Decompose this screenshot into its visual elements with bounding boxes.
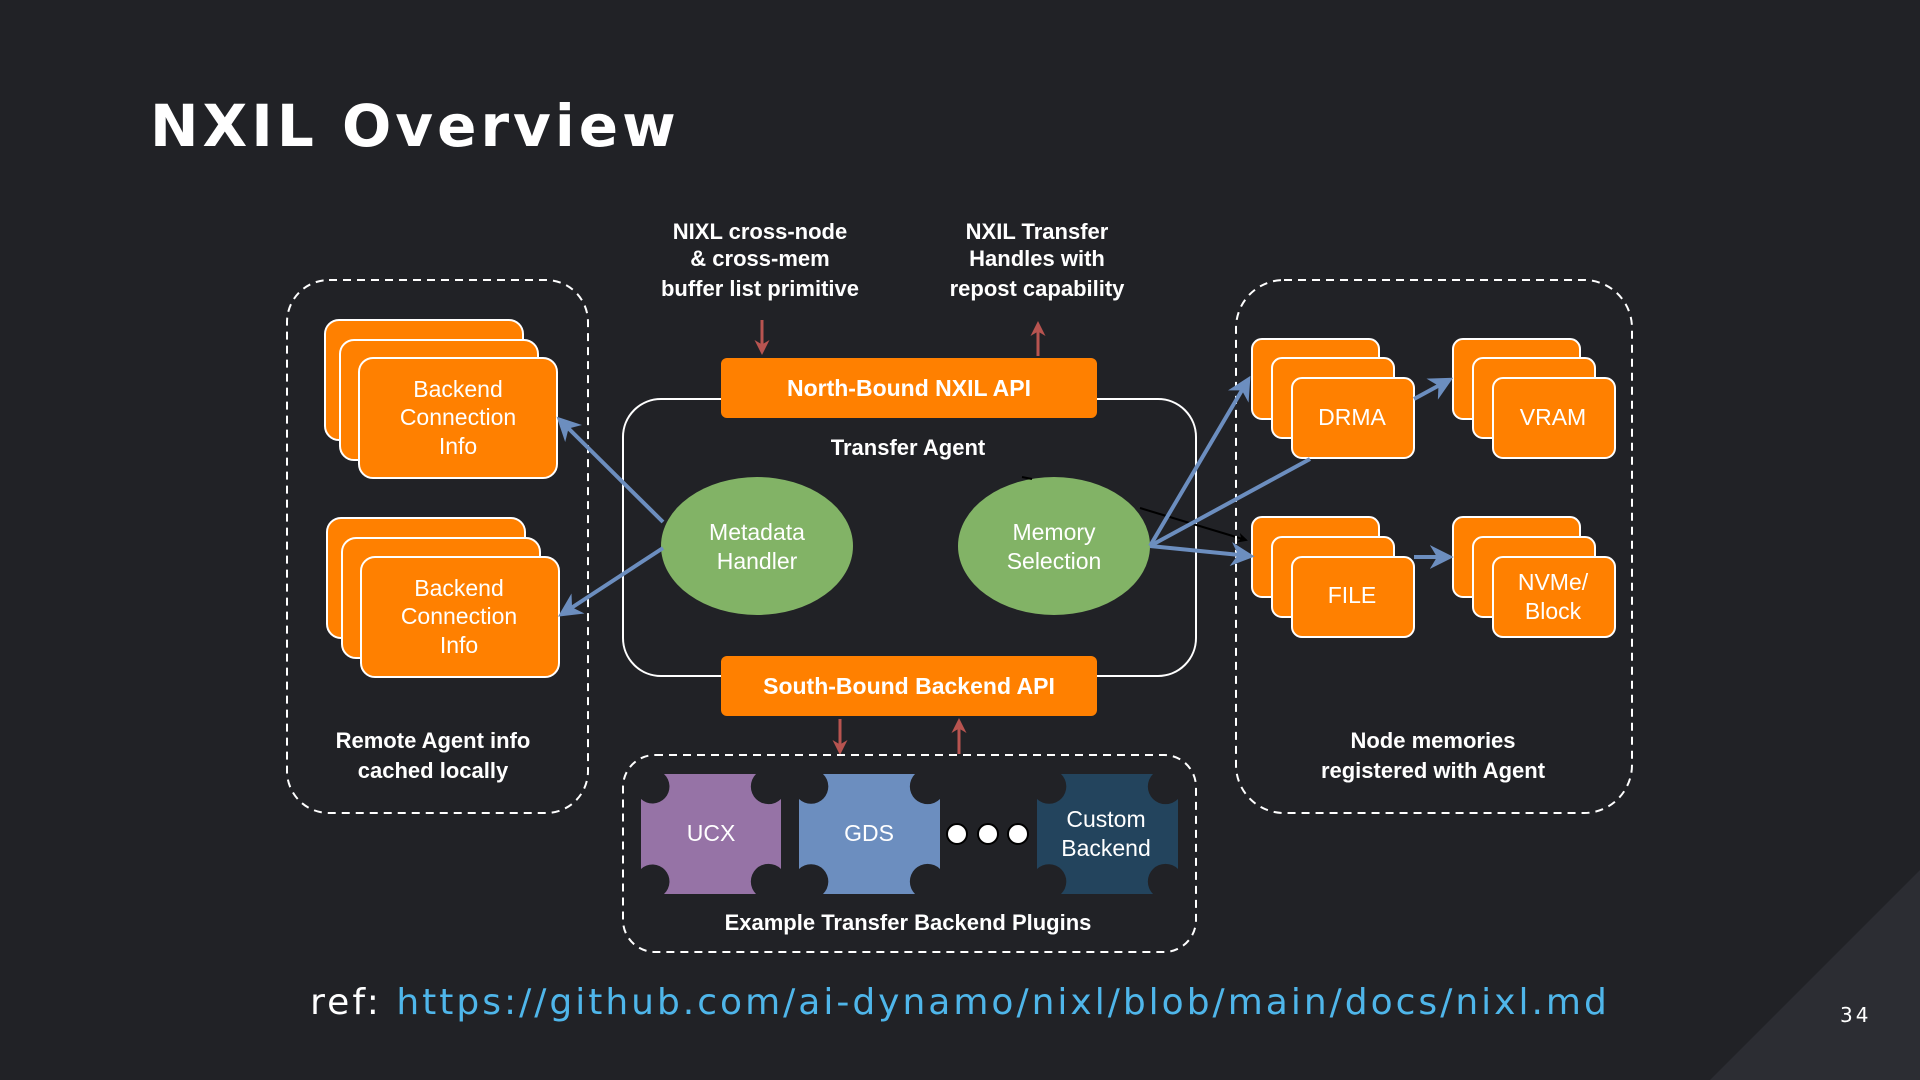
vram-label: VRAM	[1520, 404, 1586, 430]
node-memories-group	[1235, 279, 1633, 814]
gds-plugin: GDS	[799, 774, 940, 894]
plugins-caption: Example Transfer Backend Plugins	[725, 910, 1092, 935]
backend-connection-card-2: Backend Connection Info	[326, 517, 560, 678]
nvme-line-2: Block	[1525, 598, 1582, 624]
remote-agent-caption-line-2: cached locally	[358, 758, 509, 783]
memory-line-1: Memory	[1012, 519, 1096, 545]
south-bound-api: South-Bound Backend API	[721, 656, 1097, 716]
ucx-label: UCX	[687, 820, 736, 846]
metadata-line-1: Metadata	[709, 519, 805, 545]
transfer-agent-label: Transfer Agent	[831, 435, 986, 460]
card-2-line-2: Connection	[401, 603, 517, 629]
custom-line-2: Backend	[1061, 835, 1151, 861]
metadata-handler: Metadata Handler	[661, 477, 853, 615]
cross-node-line-1: NIXL cross-node	[673, 219, 847, 244]
arrow-metadata-to-card-2	[557, 546, 665, 617]
arrow-memory-to-drma	[1148, 375, 1251, 548]
remote-agent-caption-line-1: Remote Agent info	[336, 728, 531, 753]
reference-line: ref: https://github.com/ai-dynamo/nixl/b…	[0, 982, 1920, 1023]
north-bound-api: North-Bound NXIL API	[721, 358, 1097, 418]
vram-memory: VRAM	[1452, 338, 1616, 459]
black-arrow-1	[1021, 476, 1033, 480]
card-2-line-3: Info	[440, 632, 478, 658]
north-api-label: North-Bound NXIL API	[787, 375, 1031, 401]
node-memories-caption-line-2: registered with Agent	[1321, 758, 1546, 783]
slide-title: NXIL Overview	[150, 92, 680, 160]
gds-label: GDS	[844, 820, 894, 846]
remote-agent-group	[286, 279, 589, 814]
plugins-group	[622, 754, 1197, 953]
drma-memory: DRMA	[1251, 338, 1415, 459]
node-memories-caption-line-1: Node memories	[1350, 728, 1515, 753]
ucx-plugin: UCX	[641, 774, 781, 894]
nvme-block-memory: NVMe/ Block	[1452, 516, 1616, 638]
cross-node-line-2: & cross-mem	[690, 246, 829, 271]
custom-line-1: Custom	[1066, 806, 1145, 832]
remote-agent-caption: Remote Agent info cached locally	[336, 728, 531, 783]
nvme-line-1: NVMe/	[1518, 569, 1589, 595]
arrow-memory-to-file	[1149, 542, 1255, 567]
arrow-memory-to-drma-stack	[1149, 457, 1311, 548]
transfer-handles-line-1: NXIL Transfer	[966, 219, 1109, 244]
file-label: FILE	[1328, 582, 1377, 608]
cross-node-line-3: buffer list primitive	[661, 276, 859, 301]
transfer-handles-line-2: Handles with	[969, 246, 1105, 271]
node-memories-caption: Node memories registered with Agent	[1321, 728, 1546, 783]
custom-backend-plugin: Custom Backend	[1037, 774, 1178, 894]
south-api-label: South-Bound Backend API	[763, 673, 1055, 699]
metadata-line-2: Handler	[717, 548, 798, 574]
card-1-line-3: Info	[439, 433, 477, 459]
backend-connection-card-1: Backend Connection Info	[324, 319, 558, 479]
card-1-line-1: Backend	[413, 376, 503, 402]
card-1-line-2: Connection	[400, 404, 516, 430]
page-number: 34	[1840, 1003, 1872, 1027]
file-memory: FILE	[1251, 516, 1415, 638]
drma-label: DRMA	[1318, 404, 1386, 430]
memory-line-2: Selection	[1007, 548, 1102, 574]
ref-link[interactable]: https://github.com/ai-dynamo/nixl/blob/m…	[396, 982, 1610, 1023]
card-2-line-1: Backend	[414, 575, 504, 601]
memory-selection: Memory Selection	[958, 477, 1150, 615]
arrow-drma-to-vram	[1413, 377, 1454, 401]
ellipsis-dots	[946, 823, 1029, 845]
transfer-handles-label: NXIL Transfer Handles with repost capabi…	[950, 219, 1126, 301]
cross-node-label: NIXL cross-node & cross-mem buffer list …	[661, 219, 859, 301]
arrow-metadata-to-card-1	[556, 416, 665, 524]
transfer-handles-line-3: repost capability	[950, 276, 1126, 301]
ref-prefix: ref:	[310, 982, 382, 1023]
